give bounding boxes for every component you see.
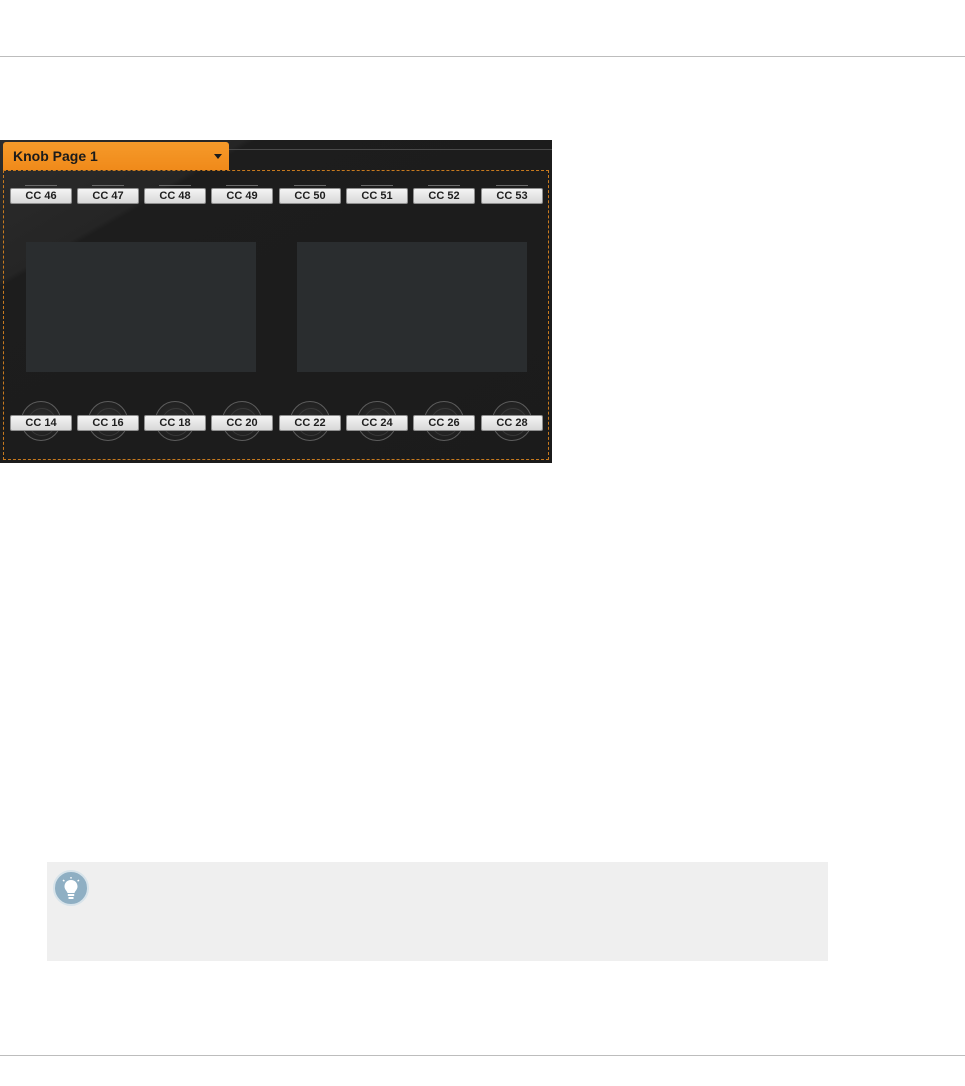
- cc-button-top-1[interactable]: CC 46: [10, 188, 72, 204]
- footer-divider: [0, 1055, 965, 1056]
- button-cap: [226, 185, 258, 186]
- cc-button-top-6[interactable]: CC 51: [346, 188, 408, 204]
- button-cap: [294, 185, 326, 186]
- right-display: [297, 242, 527, 372]
- button-cap: [361, 185, 393, 186]
- cc-knob-label-1[interactable]: CC 14: [10, 415, 72, 431]
- cc-knob-label-5[interactable]: CC 22: [279, 415, 341, 431]
- button-cap: [92, 185, 124, 186]
- cc-knob-label-2[interactable]: CC 16: [77, 415, 139, 431]
- button-cap: [25, 185, 57, 186]
- button-cap: [428, 185, 460, 186]
- cc-button-top-7[interactable]: CC 52: [413, 188, 475, 204]
- tab-bar-line: [229, 149, 552, 150]
- knob-page-selector[interactable]: Knob Page 1: [3, 142, 229, 170]
- chevron-down-icon[interactable]: [214, 154, 222, 159]
- cc-knob-label-3[interactable]: CC 18: [144, 415, 206, 431]
- selected-page-frame: [3, 170, 549, 460]
- button-cap: [159, 185, 191, 186]
- cc-button-top-2[interactable]: CC 47: [77, 188, 139, 204]
- button-cap: [496, 185, 528, 186]
- cc-knob-label-7[interactable]: CC 26: [413, 415, 475, 431]
- cc-button-top-3[interactable]: CC 48: [144, 188, 206, 204]
- header-divider: [0, 56, 965, 57]
- knob-page-label: Knob Page 1: [13, 148, 98, 164]
- cc-knob-label-8[interactable]: CC 28: [481, 415, 543, 431]
- cc-button-top-4[interactable]: CC 49: [211, 188, 273, 204]
- cc-button-top-8[interactable]: CC 53: [481, 188, 543, 204]
- cc-knob-label-4[interactable]: CC 20: [211, 415, 273, 431]
- left-display: [26, 242, 256, 372]
- cc-button-top-5[interactable]: CC 50: [279, 188, 341, 204]
- lightbulb-icon: [53, 870, 89, 906]
- tip-box: [47, 862, 828, 961]
- cc-knob-label-6[interactable]: CC 24: [346, 415, 408, 431]
